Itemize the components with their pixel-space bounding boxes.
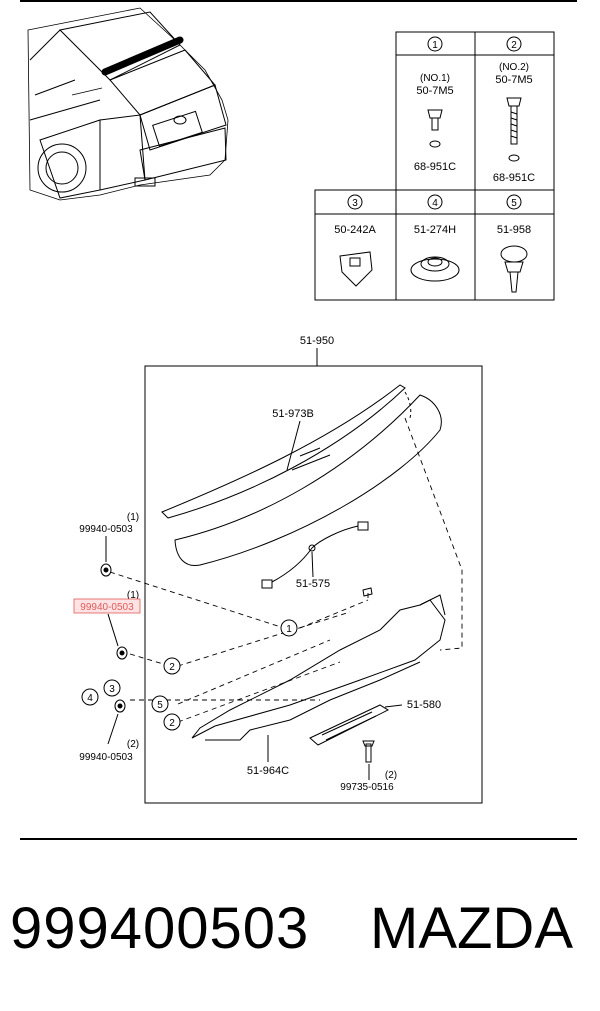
nut-b-label: 99940-0503 (80, 602, 134, 613)
bracket-label: 51-964C (247, 765, 289, 777)
lamp-label: 51-580 (407, 699, 441, 711)
nut-c-label: 99940-0503 (79, 752, 133, 763)
table-header-1: 1 (427, 36, 443, 52)
svg-text:2: 2 (169, 662, 175, 673)
cell2-code2: 68-951C (493, 172, 535, 184)
callout-3: 3 (103, 679, 121, 697)
svg-text:3: 3 (352, 198, 358, 209)
nut-b-leader (107, 613, 119, 647)
cell1-code1: 50-7M5 (416, 85, 453, 97)
callout-4: 4 (81, 688, 99, 706)
nut-a-label: 99940-0503 (79, 524, 133, 535)
svg-text:3: 3 (109, 684, 115, 695)
wire-harness (261, 521, 369, 589)
assembly-frame (144, 365, 483, 804)
cell1-code2: 68-951C (414, 161, 456, 173)
bolt-label: 99735-0516 (340, 782, 394, 793)
svg-text:1: 1 (286, 624, 292, 635)
bolt-icon (362, 587, 375, 763)
harness-leader (311, 551, 314, 578)
nut-b-highlight (73, 598, 141, 614)
svg-text:4: 4 (432, 198, 438, 209)
svg-text:4: 4 (87, 693, 93, 704)
assembly-label: 51-950 (300, 335, 334, 347)
table-header-4: 4 (427, 194, 443, 210)
car-illustration (27, 7, 229, 201)
spoiler-outline (161, 384, 442, 567)
bolt-qty: (2) (385, 770, 397, 781)
cell5-code1: 51-958 (497, 224, 531, 236)
table-header-5: 5 (506, 194, 522, 210)
svg-text:2: 2 (511, 40, 517, 51)
callout-5: 5 (151, 695, 169, 713)
table-header-3: 3 (347, 194, 363, 210)
top-rule (20, 0, 577, 2)
brand-name: MAZDA (370, 896, 573, 961)
parts-table (314, 31, 555, 301)
callout-2b: 2 (163, 713, 181, 731)
callout-1: 1 (280, 619, 298, 637)
nut-b-qty: (1) (127, 590, 139, 601)
svg-text:5: 5 (157, 700, 163, 711)
clip-icon (339, 251, 373, 287)
bottom-rule (20, 838, 577, 840)
spoiler-leader (286, 420, 301, 471)
harness-label: 51-575 (296, 578, 330, 590)
nut-c-leader (107, 713, 119, 745)
bolt-long-icon (506, 97, 522, 162)
bracket-part (191, 594, 446, 741)
part-number: 999400503 (10, 896, 310, 961)
cell2-code1: 50-7M5 (495, 74, 532, 86)
cell4-code1: 51-274H (414, 224, 456, 236)
cell2-note: (NO.2) (499, 62, 529, 73)
svg-text:2: 2 (169, 718, 175, 729)
bolt-short-icon (427, 109, 443, 148)
nut-c-qty: (2) (127, 739, 139, 750)
grommet-icon (410, 256, 460, 282)
svg-text:1: 1 (432, 40, 438, 51)
callout-2a: 2 (163, 657, 181, 675)
nut-a-qty: (1) (127, 512, 139, 523)
dashed-guides (109, 417, 463, 723)
spoiler-label: 51-973B (272, 408, 314, 420)
lamp-part (309, 704, 390, 746)
cell1-note: (NO.1) (420, 73, 450, 84)
lamp-leader (384, 704, 403, 708)
table-header-2: 2 (506, 36, 522, 52)
svg-text:5: 5 (511, 198, 517, 209)
nut-icon (100, 563, 128, 713)
cell3-code1: 50-242A (334, 224, 376, 236)
parts-diagram: 1 2 3 4 5 (NO.1) 50-7M5 68-951C (NO.2) 5… (27, 7, 555, 804)
push-clip-icon (500, 245, 528, 293)
